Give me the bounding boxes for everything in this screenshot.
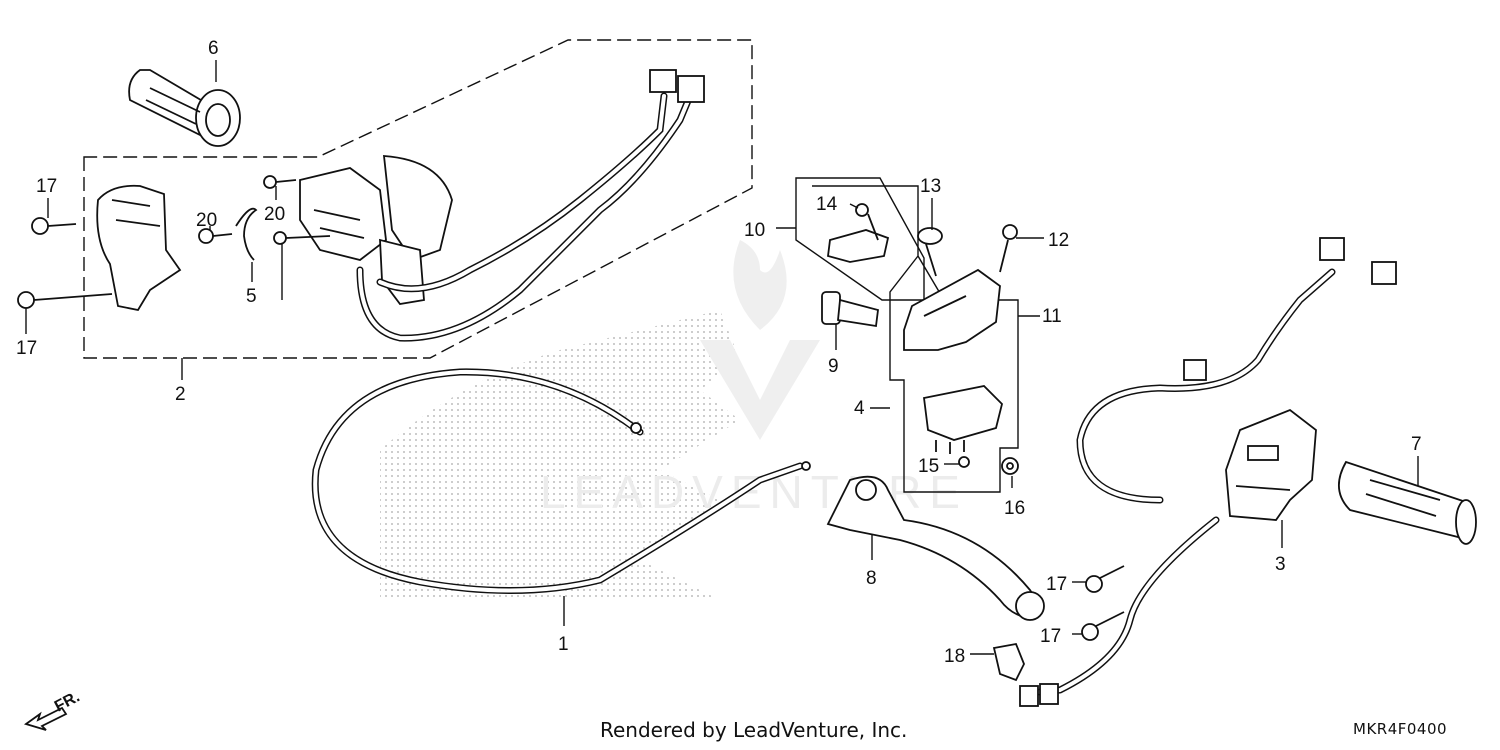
rendered-by-text: Rendered by LeadVenture, Inc.: [600, 718, 908, 742]
callout-7: 7: [1411, 434, 1422, 455]
bolt-17-right-lower: [1081, 611, 1125, 641]
pivot-bolt-13: [917, 227, 943, 277]
bolt-17-right-upper: [1085, 565, 1125, 593]
callout-2: 2: [175, 384, 186, 405]
grip-left-6: [128, 69, 241, 147]
callout-18: 18: [944, 646, 965, 667]
callout-17-right-upper: 17: [1046, 574, 1067, 595]
callout-14: 14: [816, 194, 838, 215]
callout-1: 1: [558, 634, 569, 655]
screw-15: [958, 456, 970, 468]
front-arrow: FR.: [23, 688, 83, 731]
callout-10: 10: [744, 220, 765, 241]
assembly-outline-11: [812, 185, 1019, 493]
bolt-17-top-left: [31, 217, 77, 235]
grip-right-7: [1338, 460, 1477, 545]
callout-12: 12: [1048, 230, 1069, 251]
callout-19: 20: [196, 210, 217, 231]
clamp-spring-5: [235, 207, 258, 261]
callout-17-top-left: 17: [36, 176, 57, 197]
callout-11: 11: [1042, 306, 1062, 327]
switch-housing-right-3: [1225, 408, 1317, 521]
callout-17-right-lower: 17: [1040, 626, 1061, 647]
callout-13: 13: [920, 176, 941, 197]
screw-14: [855, 203, 879, 241]
bolt-19: [198, 228, 233, 244]
clutch-switch-4: [923, 385, 1003, 454]
callout-6: 6: [208, 38, 219, 59]
watermark-background: LEADVENTURE: [380, 240, 960, 600]
leader-lines: [25, 60, 1419, 655]
callout-15: 15: [918, 456, 939, 477]
wiring-harness-right: [1019, 237, 1397, 707]
bolt-12: [999, 224, 1018, 273]
callout-16: 16: [1004, 498, 1025, 519]
callout-4: 4: [854, 398, 865, 419]
lever-pin-clip: [827, 229, 890, 263]
nut-16: [1001, 457, 1019, 475]
callout-3: 3: [1275, 554, 1286, 575]
wiring-harness-left: [356, 69, 705, 342]
clutch-cable-1: [311, 368, 811, 594]
cable-adjuster-9: [821, 291, 879, 328]
wire-clip-18: [992, 642, 1025, 682]
callout-8: 8: [866, 568, 877, 589]
screw-20-bottom: [273, 231, 331, 245]
callout-5: 5: [246, 286, 257, 307]
diagram-code: MKR4F0400: [1353, 720, 1448, 738]
callout-9: 9: [828, 356, 839, 377]
callout-labels: 6 2 17 17 20 5 20 9 10 11 12 13 14 4 15 …: [16, 38, 1422, 667]
callout-20-top: 20: [264, 204, 285, 225]
screw-20-top: [263, 175, 297, 189]
assembly-outline-2: [83, 39, 753, 359]
lever-bracket-11: [903, 268, 1001, 351]
bolt-17-bottom-left: [17, 291, 113, 309]
callout-17-bottom-left: 17: [16, 338, 37, 359]
clutch-lever-8: [826, 475, 1045, 621]
